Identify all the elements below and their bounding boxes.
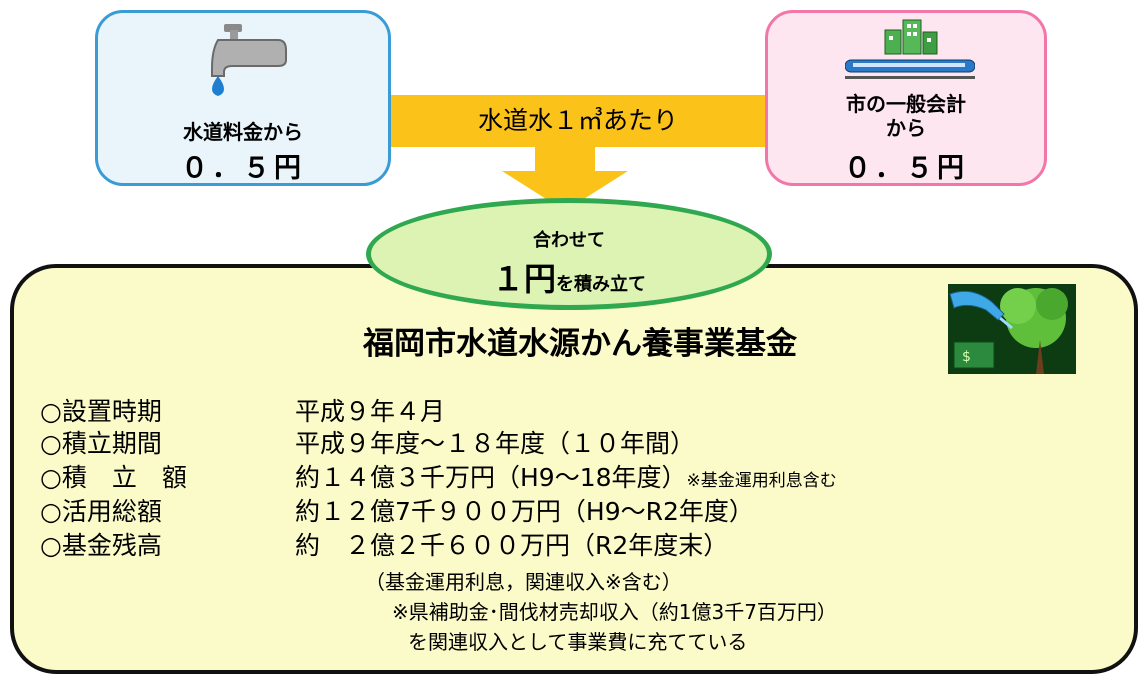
total-line2: １円を積み立て [366, 254, 772, 300]
fund-row: ○積 立 額 約１４億３千万円（H9～18年度）※基金運用利息含む [40, 458, 837, 494]
total-oval [366, 198, 772, 310]
fund-row: ○設置時期 平成９年４月 [40, 392, 445, 428]
watering-money-tree-icon: $ [948, 284, 1076, 374]
faucet-icon [211, 24, 287, 96]
water-fee-label: 水道料金から [183, 120, 303, 144]
water-fee-amount: ０．５円 [181, 153, 305, 184]
total-amount: １円 [491, 260, 556, 298]
row-value: 平成９年４月 [295, 397, 446, 426]
down-arrow-icon [502, 147, 628, 211]
row-label: ○積 立 額 [40, 463, 187, 492]
connector-band [391, 95, 765, 147]
row-label: ○活用総額 [40, 497, 162, 526]
fund-title: 福岡市水道水源かん養事業基金 [363, 326, 797, 362]
general-account-label-line2: から [886, 116, 926, 140]
row-value: 平成９年度～１８年度（１０年間） [295, 429, 696, 458]
fund-row: ○活用総額 約１２億7千９００万円（H9～R2年度） [40, 492, 754, 528]
general-account-amount: ０．５円 [844, 153, 968, 184]
city-train-icon [845, 19, 975, 79]
row-value: 約１２億7千９００万円（H9～R2年度） [295, 497, 754, 526]
general-account-label-line1: 市の一般会計 [846, 92, 966, 116]
row-note: ※基金運用利息含む [686, 471, 837, 491]
row-value: 約１４億３千万円（H9～18年度） [295, 463, 687, 492]
connector-label: 水道水１㎥あたり [477, 106, 678, 135]
svg-text:$: $ [962, 349, 971, 365]
total-rest: を積み立て [556, 274, 646, 295]
fund-note-2: ※県補助金･間伐材売却収入（約1億3千7百万円） [392, 600, 837, 624]
fund-row: ○基金残高 約 ２億２千６００万円（R2年度末） [40, 526, 728, 562]
total-line1: 合わせて [533, 230, 605, 251]
row-label: ○設置時期 [40, 397, 162, 426]
row-label: ○積立期間 [40, 429, 162, 458]
fund-row: ○積立期間 平成９年度～１８年度（１０年間） [40, 424, 695, 460]
general-account-box [765, 10, 1047, 186]
fund-note-3: を関連収入として事業費に充てている [408, 630, 748, 654]
row-value: 約 ２億２千６００万円（R2年度末） [295, 531, 729, 560]
row-label: ○基金残高 [40, 531, 162, 560]
fund-note-1: （基金運用利息，関連収入※含む） [365, 570, 682, 594]
general-account-label: 市の一般会計 から [765, 92, 1047, 140]
